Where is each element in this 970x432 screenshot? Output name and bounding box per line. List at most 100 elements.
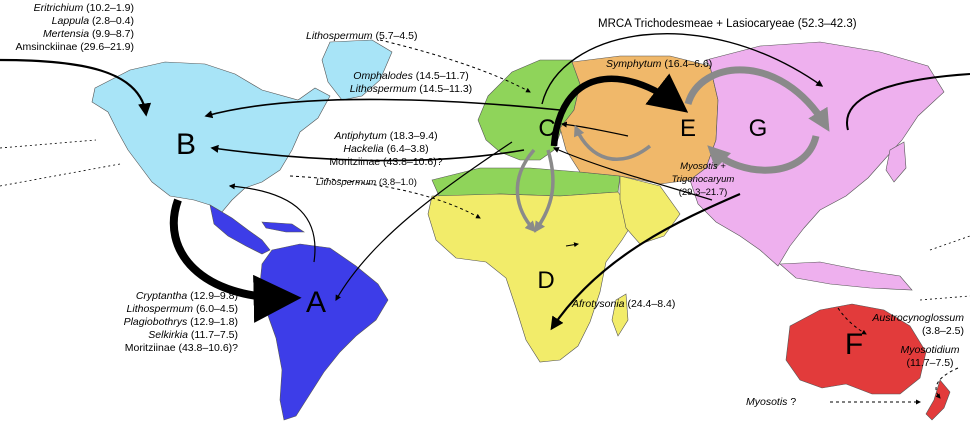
label-afrotysonia: Afrotysonia (24.4–8.4) — [572, 298, 675, 311]
taxon: Lithospermum — [316, 177, 377, 188]
taxon: Lithospermum — [126, 303, 194, 315]
arrow-B-to-A-thick — [169, 198, 302, 323]
arrow-omphalodes — [204, 98, 561, 119]
taxon: Omphalodes — [353, 70, 413, 82]
label-row: Moritziinae (43.8–10.6)? — [86, 342, 238, 355]
label-lithospermum-top: Lithospermum (5.7–4.5) — [306, 30, 417, 43]
taxon-plain: Amsinckiinae (29.6–21.9) — [15, 41, 134, 53]
taxon-plain: Moritziinae (43.8–10.6)? — [124, 342, 238, 354]
arrow-E-to-G-gray — [684, 66, 830, 132]
label-row: Austrocynoglossum — [858, 312, 964, 325]
arrow-G-to-E-gray — [707, 134, 820, 174]
label-row: Eritrichium (10.2–1.9) — [6, 2, 134, 15]
age-range: (10.2–1.9) — [86, 2, 134, 14]
age-range: (14.5–11.7) — [415, 70, 469, 82]
age-range: (6.0–4.5) — [195, 303, 238, 315]
arabia-shape — [619, 175, 681, 245]
age-range: (11.7–7.5) — [906, 357, 954, 369]
taxon: Afrotysonia — [572, 298, 625, 310]
age-range: (12.9–1.8) — [190, 316, 238, 328]
label-row: Plagiobothrys (12.9–1.8) — [86, 316, 238, 329]
age-range: (3.8–2.5) — [921, 325, 964, 337]
label-row: Moritziinae (43.8–10.6)? — [316, 156, 456, 169]
taxon: Eritrichium — [33, 2, 84, 14]
taxon: Myosotis — [746, 396, 788, 408]
new-zealand-shape — [925, 379, 951, 421]
arrow-symphytum-thick — [550, 73, 689, 147]
dashed-pacific-left — [0, 139, 121, 187]
taxon: Myosotidium — [900, 344, 960, 356]
japan-shape — [885, 141, 907, 183]
label-row: Myosotis + — [656, 160, 750, 173]
age-range: (12.9–9.8) — [190, 290, 238, 302]
label-row: (11.7–7.5) — [892, 357, 968, 370]
arrow-lithospermum-top — [379, 39, 531, 93]
taxon: Antiphytum — [334, 130, 387, 142]
arrow-E-to-C-thin — [560, 121, 629, 137]
age-range: (29.3–21.7) — [678, 187, 728, 198]
label-group-south-america: Cryptantha (12.9–9.8) Lithospermum (6.0–… — [86, 290, 238, 355]
taxon: Trigonocaryum — [671, 174, 735, 185]
arrow-beringia-to-B — [0, 58, 152, 117]
label-row: Mertensia (9.9–8.7) — [6, 28, 134, 41]
taxon: Symphytum — [606, 58, 662, 70]
label-lithospermum-low: Lithospermum (3.8–1.0) — [316, 176, 417, 189]
taxon: Cryptantha — [135, 290, 188, 302]
arrow-myosotidium — [935, 367, 959, 399]
label-group-myosotis-trig: Myosotis + Trigonocaryum (29.3–21.7) — [656, 160, 750, 199]
label-row: Antiphytum (18.3–9.4) — [316, 130, 456, 143]
region-label-C: C — [538, 115, 555, 142]
label-row: Lithospermum (6.0–4.5) — [86, 303, 238, 316]
arrow-D-small — [565, 242, 579, 248]
region-F-shape — [785, 303, 927, 395]
caribbean-shape — [261, 221, 305, 233]
taxon: Lappula — [51, 15, 90, 27]
region-D-shape — [427, 191, 637, 363]
region-A-central-shape — [209, 204, 271, 255]
taxon: Mertensia — [42, 28, 90, 40]
label-row: Lithospermum (14.5–11.3) — [326, 83, 496, 96]
taxon: Lithospermum — [306, 30, 373, 42]
age-range: ? — [790, 396, 797, 408]
label-group-myosotidium: Myosotidium (11.7–7.5) — [892, 344, 968, 370]
taxon: Hackelia — [343, 143, 384, 155]
southeast-asia-islands-shape — [779, 261, 913, 291]
label-group-top-left: Eritrichium (10.2–1.9) Lappula (2.8–0.4)… — [6, 2, 134, 54]
arrow-mrca — [541, 33, 824, 105]
label-row: Selkirkia (11.7–7.5) — [86, 329, 238, 342]
label-mrca: MRCA Trichodesmeae + Lasiocaryeae (52.3–… — [598, 18, 857, 30]
arrow-lithospermum-low — [289, 175, 481, 219]
region-label-E: E — [680, 115, 696, 142]
taxon: Myosotis + — [680, 161, 726, 172]
label-row: Trigonocaryum — [656, 173, 750, 186]
arrow-C-to-D-gray-b — [534, 149, 555, 233]
age-range: (11.7–7.5) — [190, 329, 238, 341]
age-range: (9.9–8.7) — [91, 28, 134, 40]
label-row: (3.8–2.5) — [858, 325, 964, 338]
age-range: (14.5–11.3) — [419, 83, 473, 95]
label-row: Myosotidium — [892, 344, 968, 357]
age-range: (3.8–1.0) — [378, 177, 417, 188]
label-group-omphalodes: Omphalodes (14.5–11.7) Lithospermum (14.… — [326, 70, 496, 96]
age-range: (5.7–4.5) — [375, 30, 418, 42]
madagascar-shape — [611, 293, 629, 337]
region-label-B: B — [176, 128, 196, 161]
taxon: Austrocynoglossum — [872, 312, 964, 324]
taxon-plain: Moritziinae (43.8–10.6)? — [329, 156, 443, 168]
greenland-shape — [321, 39, 393, 101]
label-group-austrocynoglossum: Austrocynoglossum (3.8–2.5) — [858, 312, 964, 338]
arrow-austrocynoglossum — [837, 307, 867, 335]
age-range: (24.4–8.4) — [627, 298, 676, 310]
label-myosotis-q: Myosotis ? — [746, 396, 796, 409]
label-row: (29.3–21.7) — [656, 186, 750, 199]
arrow-C-to-D-gray-a — [515, 148, 537, 233]
arrow-afrotysonia — [550, 192, 741, 331]
region-B-shape — [91, 61, 331, 213]
label-row: Cryptantha (12.9–9.8) — [86, 290, 238, 303]
label-row: Hackelia (6.4–3.8) — [316, 143, 456, 156]
region-label-D: D — [537, 267, 554, 294]
taxon: Lithospermum — [349, 83, 417, 95]
region-label-F: F — [845, 328, 863, 361]
region-A-shape — [259, 243, 389, 421]
